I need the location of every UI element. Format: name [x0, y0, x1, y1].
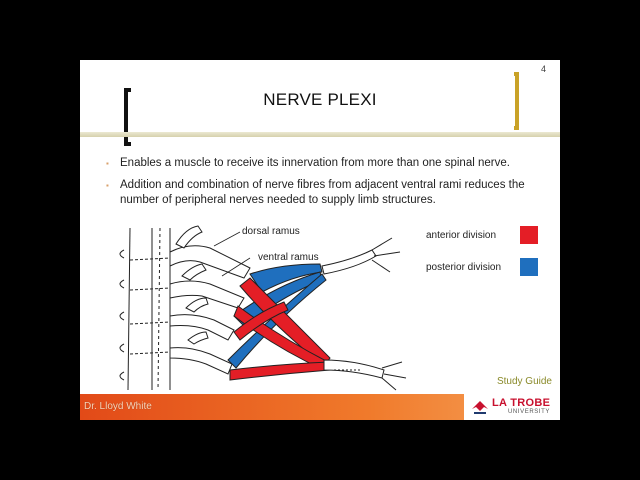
legend-anterior-label: anterior division: [426, 229, 497, 241]
title-bracket-left: [124, 88, 131, 146]
slide-title: NERVE PLEXI: [263, 90, 377, 109]
bullet-marker-icon: ▪: [106, 181, 109, 190]
bullet-list: ▪ Enables a muscle to receive its innerv…: [104, 156, 544, 215]
slide: 4 NERVE PLEXI ▪ Enables a muscle to rece…: [80, 60, 560, 420]
study-guide-link[interactable]: Study Guide: [496, 376, 552, 387]
title-divider: [80, 132, 560, 137]
legend-anterior: anterior division: [426, 226, 538, 244]
spinal-column: [119, 227, 171, 391]
logo-name: LA TROBE: [492, 397, 551, 409]
author-name: Dr. Lloyd White: [84, 401, 152, 412]
logo-subtitle: UNIVERSITY: [508, 409, 551, 415]
page-number: 4: [540, 64, 546, 74]
bullet-text: Enables a muscle to receive its innervat…: [120, 157, 510, 169]
bullet-marker-icon: ▪: [106, 159, 109, 168]
distal-nerves: [321, 237, 407, 391]
footer-bar: Dr. Lloyd White LA TROBE UNIVERSITY: [80, 394, 560, 420]
legend-posterior-label: posterior division: [426, 261, 502, 273]
label-pointers: [213, 231, 251, 277]
legend-posterior: posterior division: [426, 258, 538, 276]
nerve-roots: [169, 225, 251, 375]
ventral-ramus-label: ventral ramus: [258, 252, 319, 263]
university-logo: LA TROBE UNIVERSITY: [464, 394, 560, 420]
nerve-plexus-diagram: dorsal ramus ventral ramus: [119, 225, 407, 391]
bullet-item: ▪ Enables a muscle to receive its innerv…: [104, 156, 544, 171]
bullet-item: ▪ Addition and combination of nerve fibr…: [104, 178, 544, 208]
dorsal-ramus-label: dorsal ramus: [242, 226, 300, 237]
title-bracket-right: [514, 72, 519, 130]
bullet-text: Addition and combination of nerve fibres…: [120, 179, 525, 206]
legend-anterior-swatch: [520, 226, 538, 244]
la-trobe-bird-icon: [472, 401, 488, 414]
anterior-division-bundles: [229, 277, 331, 381]
legend-posterior-swatch: [520, 258, 538, 276]
